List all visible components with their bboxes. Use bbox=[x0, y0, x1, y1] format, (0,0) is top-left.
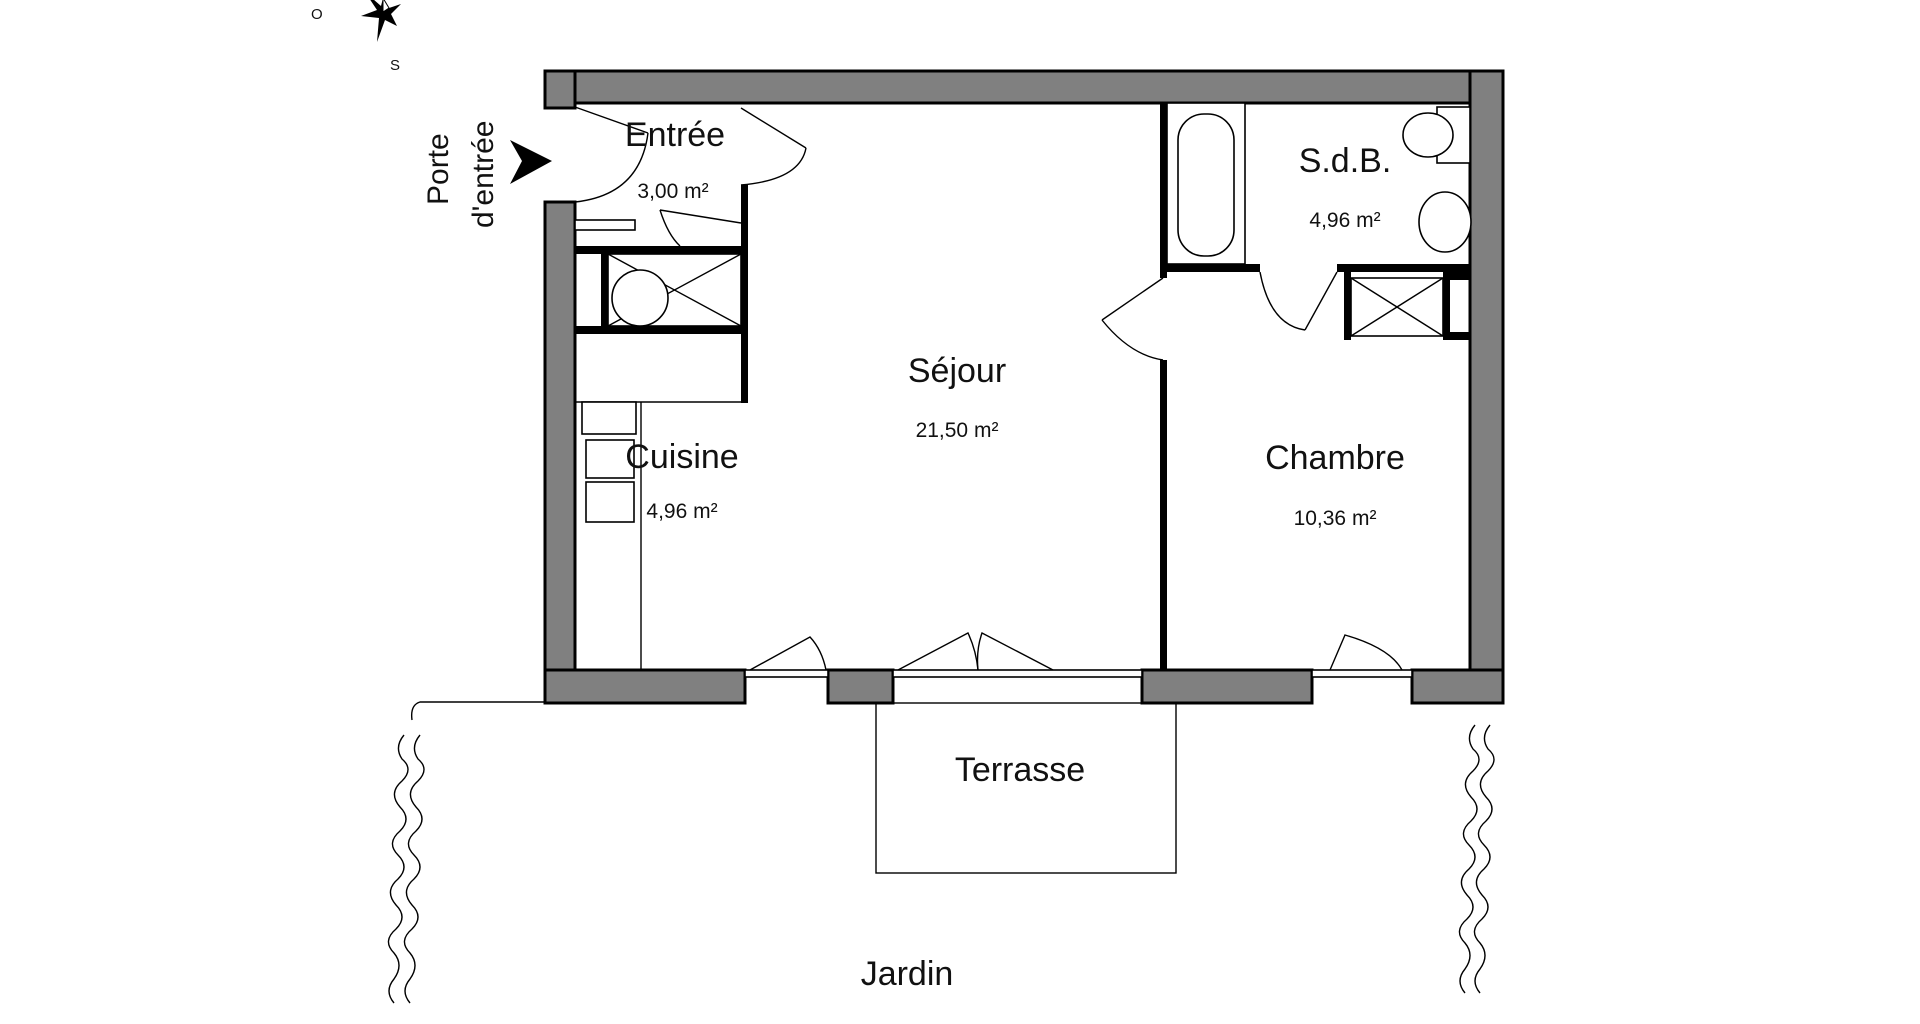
room-cuisine-name: Cuisine bbox=[625, 438, 738, 476]
entrance-label-line2: d'entrée bbox=[467, 121, 500, 228]
terrace-outline bbox=[875, 702, 1177, 874]
entrance-marker: Porte d'entrée bbox=[422, 121, 552, 228]
entree-cupboard bbox=[574, 219, 742, 327]
compass-south-label: S bbox=[390, 57, 400, 74]
room-cuisine-area: 4,96 m² bbox=[646, 500, 717, 523]
room-sdb-name: S.d.B. bbox=[1299, 142, 1392, 180]
entrance-arrow-icon bbox=[510, 140, 552, 184]
room-chambre-area: 10,36 m² bbox=[1294, 507, 1377, 530]
room-entree-name: Entrée bbox=[625, 116, 725, 154]
room-sejour-area: 21,50 m² bbox=[916, 419, 999, 442]
room-entree-area: 3,00 m² bbox=[637, 180, 708, 203]
interior-walls bbox=[575, 103, 1470, 670]
doors bbox=[574, 106, 1338, 361]
exterior-walls bbox=[543, 69, 1505, 705]
garden-label: Jardin bbox=[861, 955, 954, 993]
kitchen-counter bbox=[575, 401, 741, 670]
room-sdb-area: 4,96 m² bbox=[1309, 209, 1380, 232]
room-chambre-name: Chambre bbox=[1265, 439, 1405, 477]
compass-west-label: O bbox=[311, 6, 323, 23]
garden-boundary bbox=[387, 701, 1495, 1004]
compass-star-icon bbox=[361, 0, 401, 42]
bathroom-fixtures bbox=[1166, 102, 1472, 337]
entrance-label-line1: Porte bbox=[422, 133, 455, 205]
windows bbox=[744, 632, 1413, 678]
room-sejour-name: Séjour bbox=[908, 352, 1006, 390]
terrace-label: Terrasse bbox=[955, 751, 1085, 789]
compass-rose: O S bbox=[311, 0, 401, 74]
